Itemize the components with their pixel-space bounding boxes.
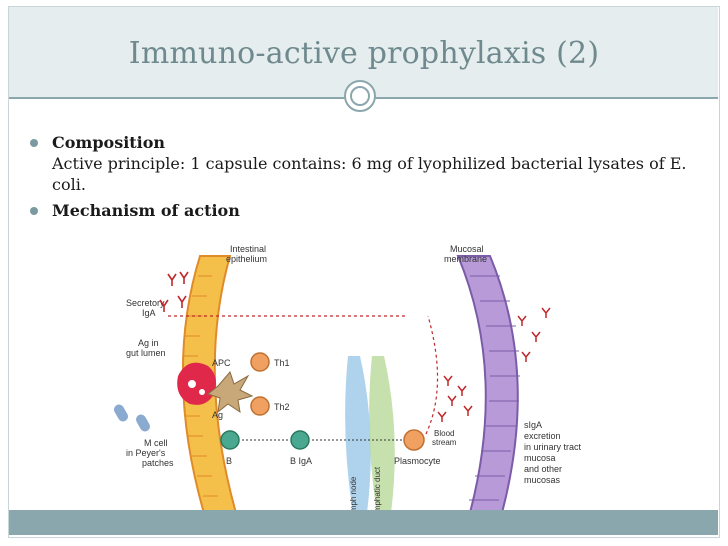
label-b: B bbox=[226, 456, 232, 466]
bullet-composition: Composition Active principle: 1 capsule … bbox=[30, 132, 710, 195]
slide-title: Immuno-active prophylaxis (2) bbox=[128, 36, 600, 71]
label-th2: Th2 bbox=[274, 402, 290, 412]
slide-frame bbox=[8, 6, 720, 538]
decorative-ring-icon bbox=[344, 80, 376, 112]
bullet-list: Composition Active principle: 1 capsule … bbox=[30, 132, 710, 226]
label-mucosal: Mucosal membrane bbox=[444, 244, 487, 264]
lymph-node bbox=[345, 356, 371, 520]
label-b-iga: B IgA bbox=[290, 456, 312, 466]
label-plasmocyte: Plasmocyte bbox=[394, 456, 441, 466]
apc-cell bbox=[206, 371, 254, 414]
label-intestinal: Intestinal epithelium bbox=[226, 244, 269, 264]
plasmocyte-cell bbox=[403, 429, 425, 451]
m-cell bbox=[177, 362, 216, 405]
label-th1: Th1 bbox=[274, 358, 290, 368]
bullet-dot-icon bbox=[30, 139, 38, 147]
label-m-cell: M cell in Peyer's patches bbox=[126, 438, 174, 468]
label-secretory-iga: Secretory IgA bbox=[126, 298, 167, 318]
mechanism-diagram: Intestinal epithelium Mucosal membrane S… bbox=[114, 244, 584, 521]
label-blood-stream: Blood stream bbox=[432, 429, 457, 447]
label-ag-gut-lumen: Ag in gut lumen bbox=[126, 338, 166, 358]
label-lymphatic-duct: lymphatic duct bbox=[373, 466, 382, 518]
b-cell bbox=[220, 430, 240, 450]
th2-cell bbox=[250, 396, 270, 416]
bullet-heading: Composition bbox=[52, 133, 166, 152]
label-lymph-node: lymph node bbox=[349, 476, 358, 518]
bullet-dot-icon bbox=[30, 207, 38, 215]
iga-near-membrane bbox=[437, 307, 551, 422]
mechanism-figure: Intestinal epithelium Mucosal membrane S… bbox=[108, 236, 608, 522]
label-ag: Ag bbox=[212, 410, 223, 420]
b-iga-cell bbox=[290, 430, 310, 450]
label-apc: APC bbox=[212, 358, 231, 368]
label-siga-excretion: sIgA excretion in urinary tract mucosa a… bbox=[524, 420, 584, 485]
iga-y-shapes bbox=[159, 271, 189, 312]
bullet-text: Active principle: 1 capsule contains: 6 … bbox=[52, 154, 687, 194]
lymphatic-duct bbox=[369, 356, 395, 520]
bullet-heading: Mechanism of action bbox=[52, 201, 240, 220]
mucosal-membrane bbox=[456, 255, 519, 521]
footer-bar bbox=[9, 510, 718, 535]
capsule-icon bbox=[114, 404, 128, 422]
plasmocyte-dashed-curve bbox=[425, 315, 439, 435]
capsule-icon bbox=[136, 414, 150, 432]
bullet-mechanism: Mechanism of action bbox=[30, 200, 710, 221]
membrane-segments bbox=[469, 275, 520, 501]
th1-cell bbox=[250, 352, 270, 372]
